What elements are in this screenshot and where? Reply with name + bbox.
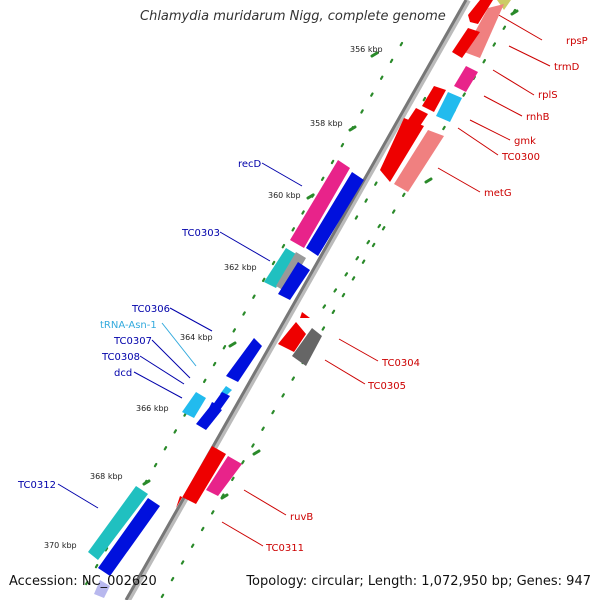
gene-metG[interactable] (394, 130, 444, 192)
gene-recD-blue (306, 172, 364, 256)
gene-label: tRNA-Asn-1 (100, 320, 157, 331)
gene-blue-366[interactable] (196, 404, 222, 430)
topology-text: Topology: circular; Length: 1,072,950 bp… (246, 574, 591, 589)
gene-TC0305[interactable] (292, 328, 322, 366)
tick-label: 370 kbp (44, 541, 77, 550)
tick-label: 366 kbp (136, 404, 169, 413)
gene-TC0303[interactable] (264, 248, 296, 288)
tick-label: 368 kbp (90, 472, 123, 481)
gene-recD[interactable] (290, 160, 350, 248)
genome-backbone (124, 0, 471, 600)
gene-rplS[interactable] (454, 66, 478, 92)
gene-ruvB[interactable] (176, 446, 226, 508)
genes-reverse (88, 160, 364, 598)
gene-lavender (94, 580, 110, 598)
gene-label: metG (484, 188, 512, 199)
gene-label: TC0312 (17, 480, 56, 491)
leader-lines (57, 13, 551, 547)
gene-TC0311[interactable] (206, 456, 242, 496)
gene-label: ruvB (290, 512, 313, 523)
gene-TC0306[interactable] (226, 338, 262, 382)
gene-blue-362[interactable] (278, 262, 310, 300)
gene-label: TC0304 (381, 358, 420, 369)
gene-label: trmD (554, 62, 580, 73)
gene-rpsP[interactable] (468, 0, 493, 24)
map-title: Chlamydia muridarum Nigg, complete genom… (140, 9, 446, 24)
gene-label: rpsP (566, 36, 588, 47)
gene-rpsP-top (497, 0, 511, 10)
gene-label: TC0300 (501, 152, 540, 163)
gene-label: gmk (514, 136, 536, 147)
gene-label: TC0305 (367, 381, 406, 392)
gene-trmD-red (452, 28, 480, 58)
gene-rnhB[interactable] (436, 92, 462, 122)
tick-dots-inner (313, 96, 427, 322)
tick-labels: 356 kbp 358 kbp 360 kbp 362 kbp 364 kbp … (44, 45, 383, 550)
gene-label: TC0306 (131, 304, 170, 315)
gene-TC0300[interactable] (380, 118, 424, 182)
tick-label: 364 kbp (180, 333, 213, 342)
tick-label: 358 kbp (310, 119, 343, 128)
gene-label: dcd (114, 368, 132, 379)
gene-TC0304-arrow (300, 312, 310, 318)
labels-right: rpsP trmD rplS rnhB gmk TC0300 metG TC03… (265, 36, 588, 554)
gene-blue-370[interactable] (98, 498, 160, 576)
gene-label: TC0308 (101, 352, 140, 363)
tick-label: 362 kbp (224, 263, 257, 272)
gene-trmD[interactable] (464, 4, 504, 58)
gene-TC0312[interactable] (88, 486, 148, 560)
gene-gmk[interactable] (422, 86, 446, 112)
gene-TC0304[interactable] (278, 322, 306, 352)
gene-label: TC0311 (265, 543, 304, 554)
gene-label: rnhB (526, 112, 550, 123)
gene-label: TC0307 (113, 336, 152, 347)
tick-label: 360 kbp (268, 191, 301, 200)
gene-TC0303-grey (276, 252, 306, 292)
gene-label: TC0303 (181, 228, 220, 239)
accession-text: Accession: NC_002620 (9, 574, 157, 589)
gene-red-mid (408, 108, 428, 126)
genes-forward (176, 0, 511, 508)
labels-left: recD TC0303 TC0306 tRNA-Asn-1 TC0307 TC0… (17, 159, 262, 491)
gene-dcd[interactable] (182, 392, 206, 418)
gene-label: rplS (538, 90, 558, 101)
tick-label: 356 kbp (350, 45, 383, 54)
gene-label: recD (238, 159, 262, 170)
